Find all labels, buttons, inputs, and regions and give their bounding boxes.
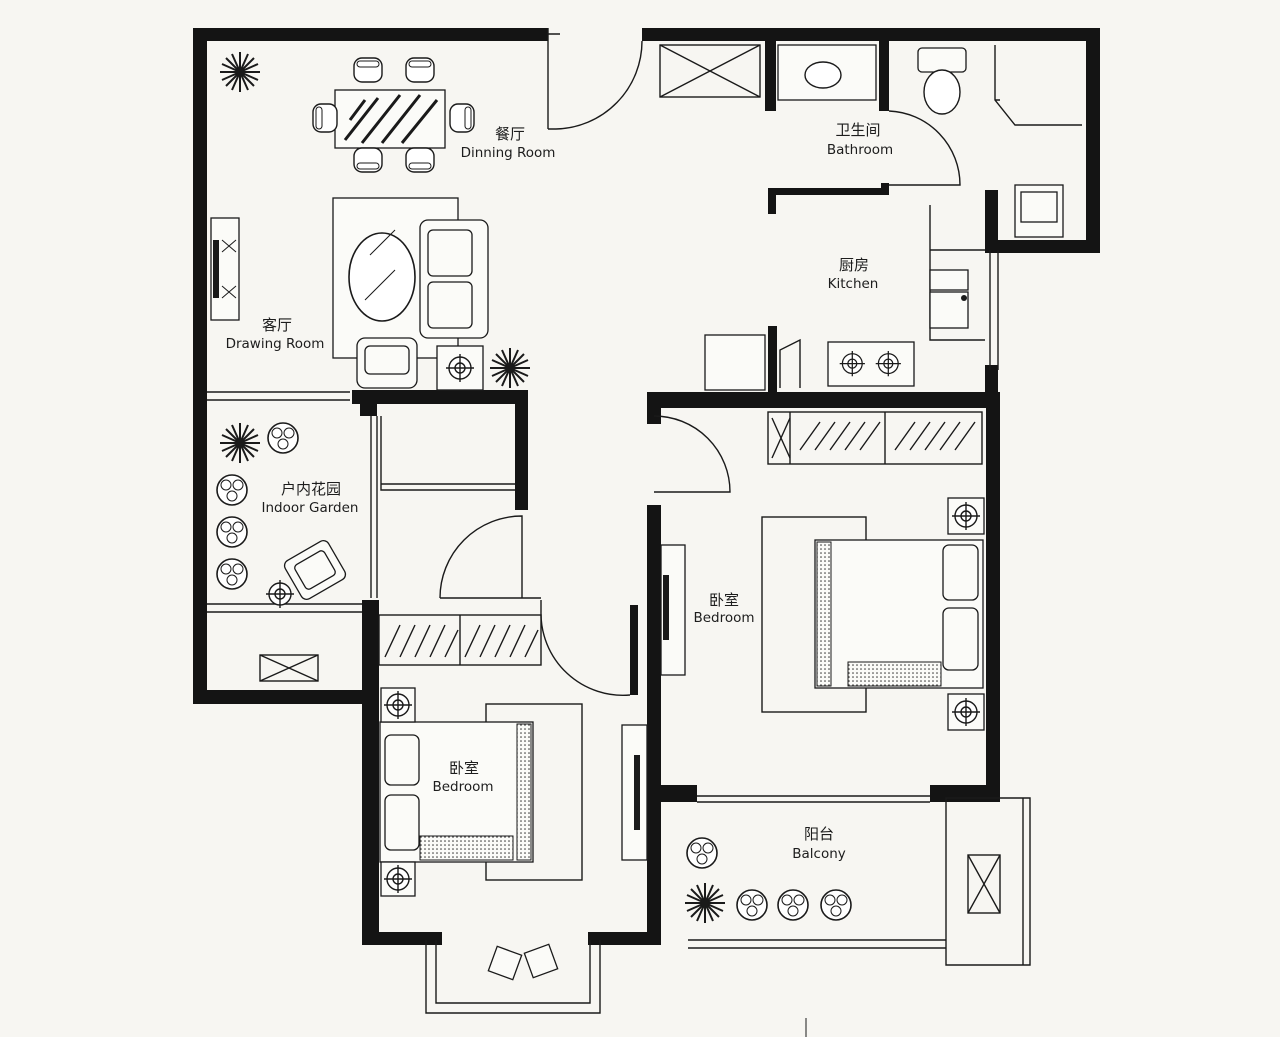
tv-cabinet-icon [210, 217, 240, 321]
potted-plant-icon [219, 51, 261, 93]
sink-icon [929, 269, 969, 329]
room-label-en: Bedroom [432, 779, 493, 795]
room-label-zh: 厨房 [839, 256, 869, 274]
potted-plant-icon [216, 474, 248, 506]
wardrobe-icon [378, 614, 542, 666]
room-label-en: Indoor Garden [262, 500, 359, 516]
room-label-en: Balcony [792, 846, 846, 862]
storage-box-icon [259, 654, 319, 682]
room-label-zh: 餐厅 [495, 125, 525, 143]
fridge-icon [704, 334, 766, 391]
washing-machine-icon [1014, 184, 1064, 238]
room-label-zh: 客厅 [262, 316, 292, 334]
potted-plant-icon [267, 422, 299, 454]
bed-icon [379, 721, 534, 863]
walls [193, 28, 1100, 945]
potted-plant-icon [489, 347, 531, 389]
room-label-zh: 卧室 [449, 759, 479, 777]
kitchen-counter [929, 205, 985, 341]
room-label-en: Bathroom [827, 142, 893, 158]
room-label-en: Drawing Room [226, 336, 325, 352]
stove-icon [827, 341, 915, 387]
windows [207, 28, 1031, 1014]
potted-plant-icon [684, 882, 726, 924]
nightstand [947, 497, 985, 731]
armchair-icon [283, 539, 347, 601]
potted-plant-icon [219, 422, 261, 464]
sofa-icon [332, 197, 489, 391]
potted-plant-icon [820, 889, 852, 921]
cushion-icon [487, 943, 559, 981]
toilet-icon [917, 47, 967, 115]
room-label-en: Bedroom [693, 610, 754, 626]
nightstand [380, 687, 416, 897]
tv-cabinet-icon [660, 544, 686, 676]
room-label-zh: 卧室 [709, 591, 739, 609]
tv-cabinet-icon [621, 724, 648, 861]
washbasin-icon [777, 44, 877, 101]
potted-plant-icon [686, 837, 718, 869]
door-swing-icon [653, 415, 731, 493]
dining-table-icon [312, 57, 475, 173]
wardrobe-icon [767, 411, 983, 465]
door-swing-icon [439, 515, 523, 599]
storage-box-icon [967, 854, 1001, 914]
room-label-zh: 阳台 [804, 825, 834, 843]
room-label-en: Kitchen [828, 276, 879, 292]
potted-plant-icon [216, 558, 248, 590]
bed-icon [814, 539, 984, 689]
door-swing-icon [548, 40, 643, 130]
doors [439, 40, 961, 696]
shower-icon [659, 44, 761, 98]
room-label-zh: 户内花园 [281, 480, 341, 498]
potted-plant-icon [777, 889, 809, 921]
room-label-en: Dinning Room [461, 145, 556, 161]
potted-plant-icon [216, 516, 248, 548]
potted-plant-icon [736, 889, 768, 921]
room-label-zh: 卫生间 [835, 121, 880, 139]
door-swing-icon [540, 611, 631, 696]
door-swing-icon [888, 110, 961, 186]
